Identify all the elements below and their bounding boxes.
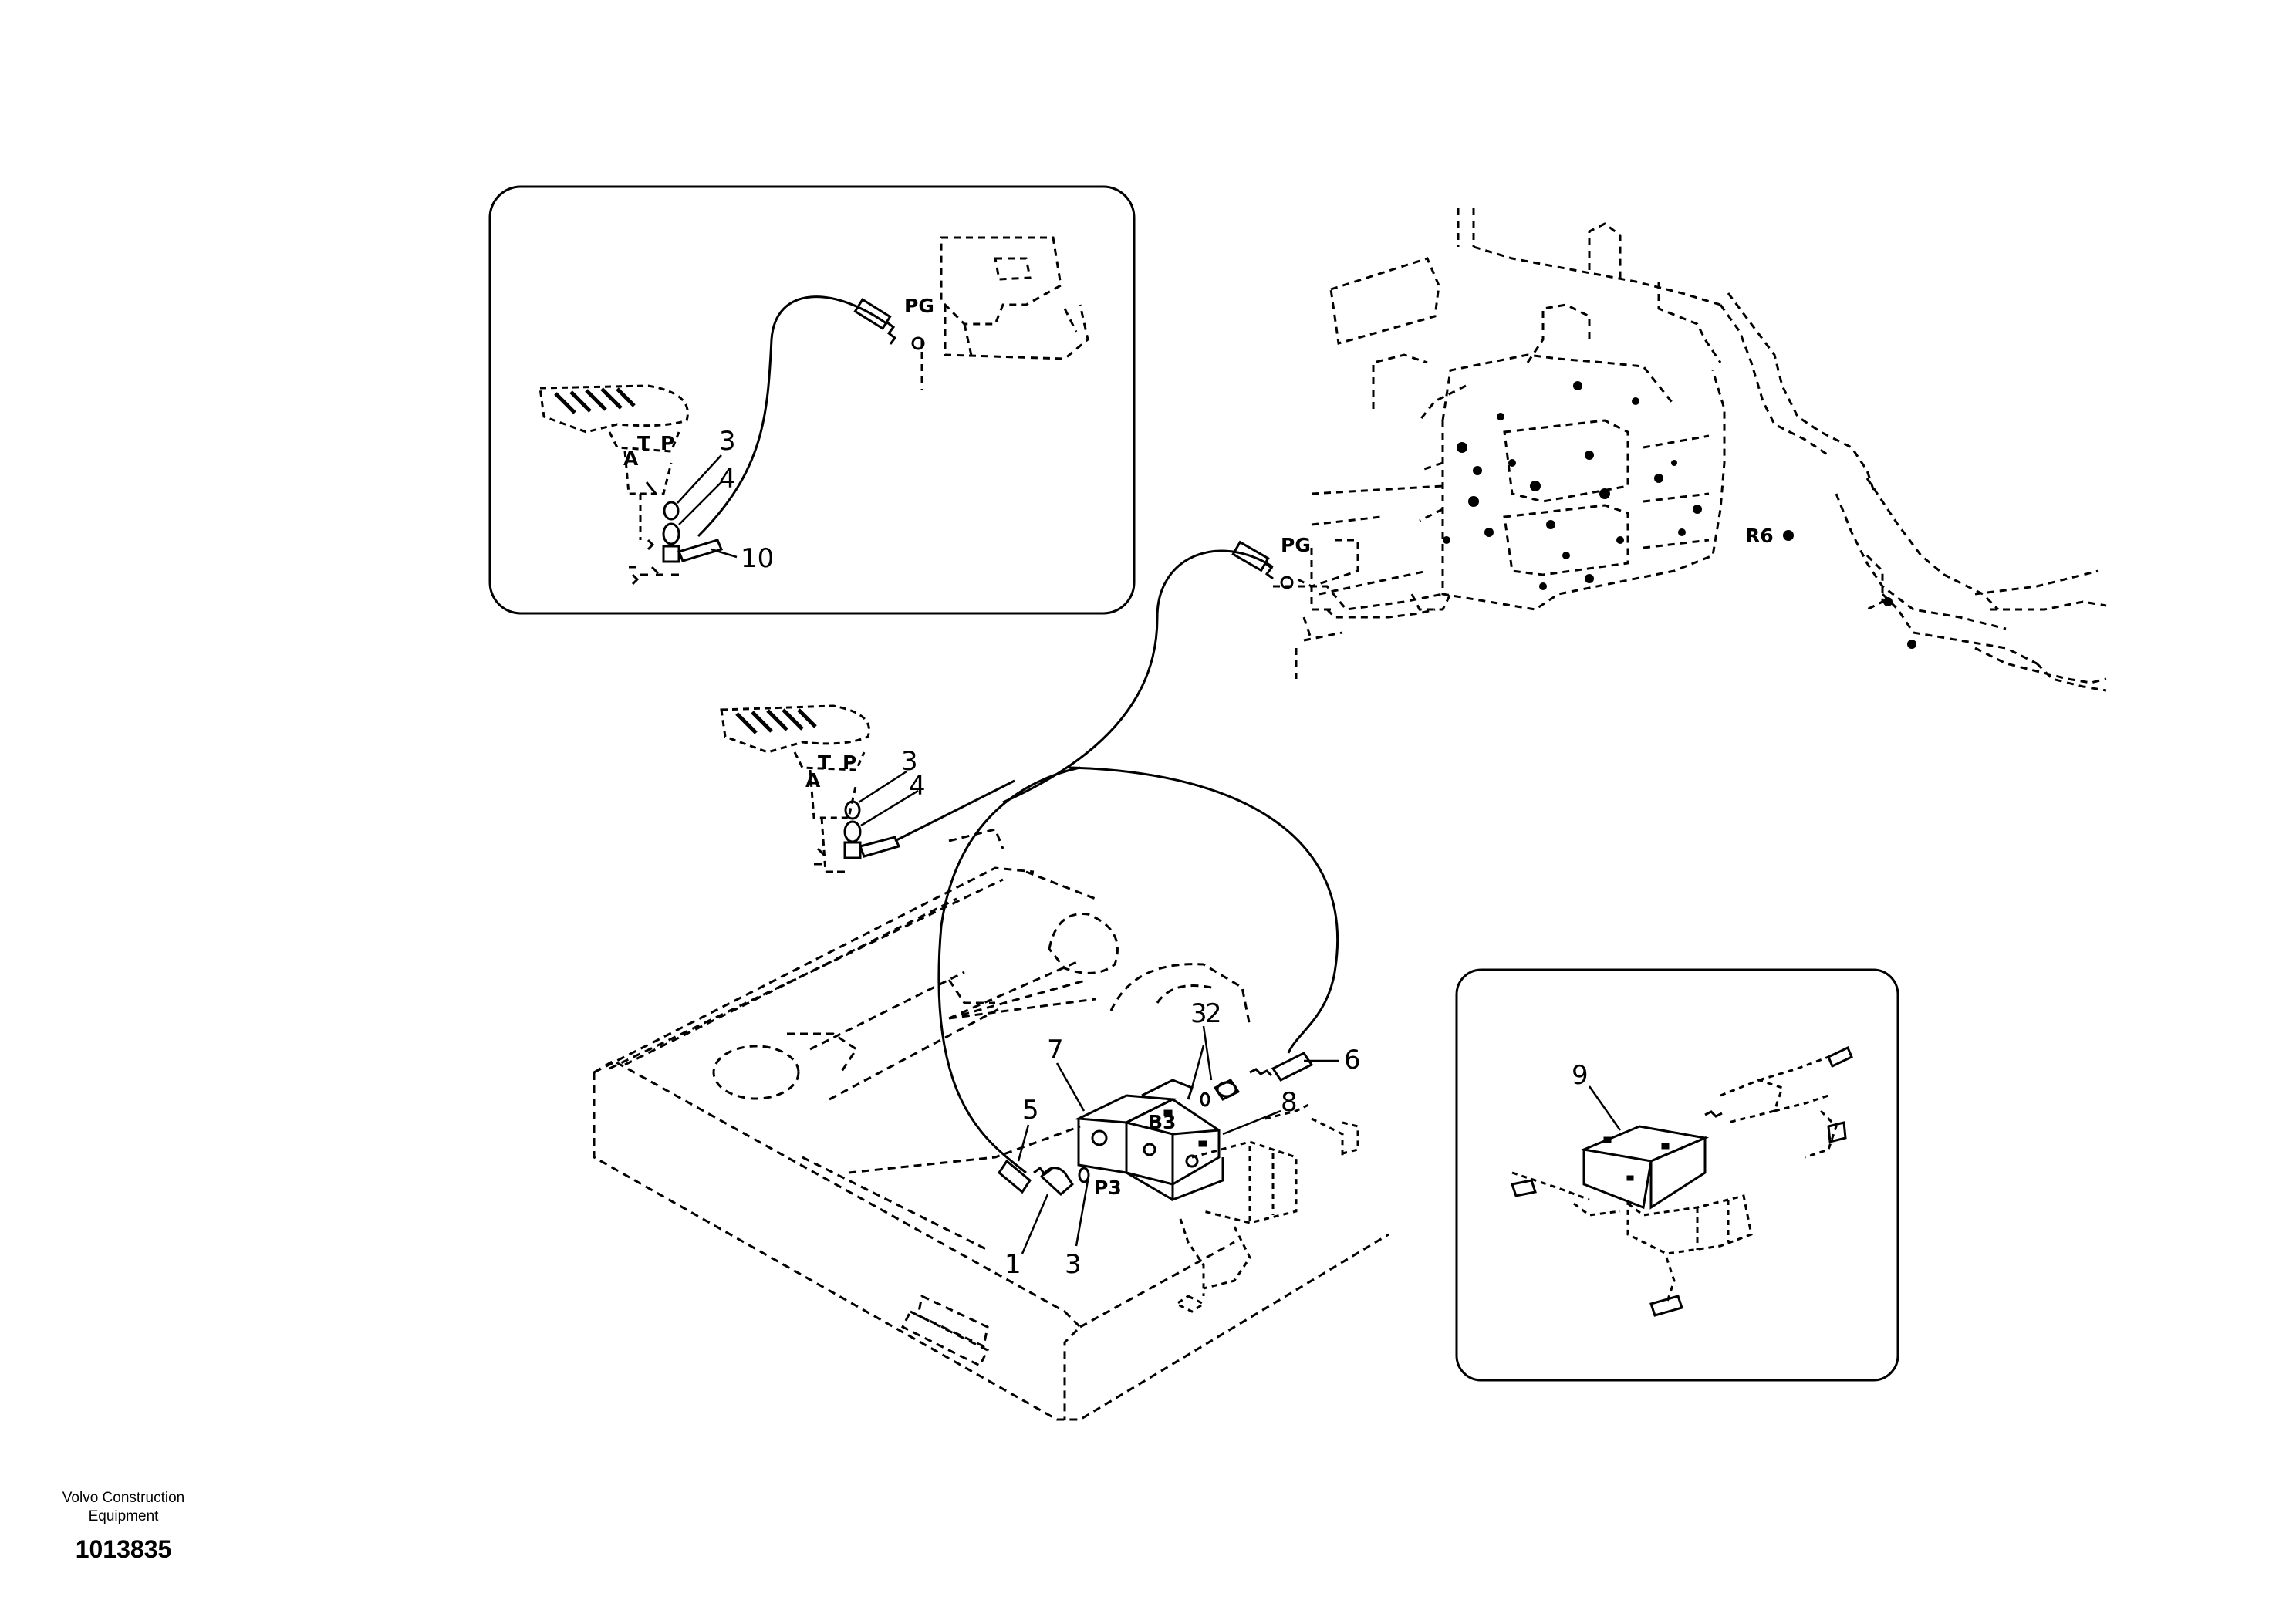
publisher-brand-line2: Equipment: [88, 1508, 159, 1524]
port-label-t: T: [818, 751, 831, 774]
callout-5: 5: [1022, 1095, 1039, 1126]
upper-frame: [593, 828, 1389, 1421]
hose-fitting-pg-main: [1231, 540, 1294, 589]
port-label-a-inset: A: [623, 447, 639, 470]
drawing-number: 1013835: [75, 1535, 172, 1563]
callout-3-pedal: 3: [901, 746, 918, 777]
valve-detail-blobs: [1443, 381, 1916, 649]
port-label-p-inset: P: [660, 432, 674, 454]
port-label-p3: P3: [1094, 1177, 1122, 1199]
callout-8: 8: [1281, 1087, 1298, 1118]
callout-4-pedal: 4: [909, 771, 926, 802]
hose-fitting-pg: [853, 298, 925, 350]
port-label-r6: R6: [1745, 525, 1774, 547]
callout-7: 7: [1047, 1035, 1064, 1065]
callout-3-lower: 3: [1065, 1249, 1082, 1280]
port-label-p: P: [842, 751, 856, 774]
callout-9: 9: [1572, 1060, 1589, 1091]
callout-3-inset: 3: [719, 426, 736, 457]
callout-10: 10: [741, 543, 774, 574]
detail-inset-bottom: 9: [1455, 968, 1899, 1382]
port-label-b3: B3: [1148, 1111, 1176, 1133]
port-label-pg-main: PG: [1281, 534, 1311, 556]
fitting-1-3: [998, 1159, 1090, 1197]
callout-6: 6: [1344, 1045, 1361, 1075]
fitting-2-3-6: [1200, 1052, 1314, 1107]
detail-inset-top: 3 4 10 PG T P A: [488, 185, 1136, 615]
main-control-valve: [1273, 208, 2107, 692]
publisher-brand-line1: Volvo Construction: [62, 1490, 185, 1506]
port-label-a: A: [805, 769, 821, 792]
callout-2: 2: [1205, 998, 1222, 1029]
valve-block-7-8: [1074, 1079, 1224, 1202]
pedal-assembly: 3 4 T P A: [720, 704, 1015, 873]
publisher-brand: Volvo Construction Equipment: [23, 1489, 224, 1526]
port-label-pg-inset: PG: [904, 295, 934, 317]
port-label-t-inset: T: [637, 432, 650, 454]
callout-1: 1: [1004, 1249, 1021, 1280]
callout-4-inset: 4: [719, 464, 736, 495]
callout-3-upper: 3: [1190, 998, 1207, 1029]
